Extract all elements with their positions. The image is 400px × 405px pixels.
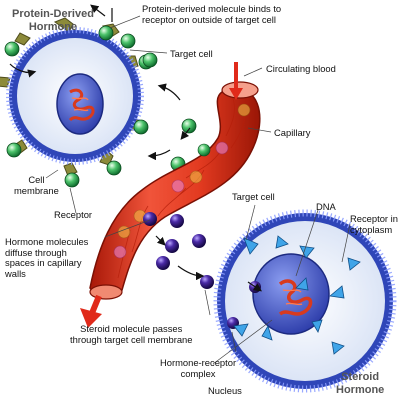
steroid-dna-icon: [278, 279, 313, 316]
blood-flow-out-arrowhead: [80, 308, 102, 328]
hormone-receptor-complex-label: Hormone-receptor complex: [160, 357, 237, 379]
blood-flow-in-arrowhead: [229, 88, 243, 100]
steroid-passes-line2: through target cell membrane: [70, 333, 193, 345]
steroid-hormones: [143, 212, 214, 289]
target-cell-top-label: Target cell: [170, 48, 213, 59]
cytoplasm-receptor-icons: [243, 235, 361, 355]
steroid-title-line2: Hormone: [336, 383, 385, 396]
protein-hormone-title: Protein-Derived Hormone: [12, 8, 94, 33]
diffuse-line1: Hormone molecules: [5, 236, 89, 247]
protein-binds-line2: receptor on outside of target cell: [142, 13, 276, 25]
nucleus-label: Nucleus: [208, 385, 242, 396]
steroid-target-cell: [213, 209, 397, 393]
nucleus: [56, 73, 104, 135]
complex-line1: Hormone-receptor: [160, 357, 237, 368]
protein-title-line1: Protein-Derived: [12, 8, 94, 20]
diffuse-line2: diffuse through: [5, 246, 67, 258]
receptor-cytoplasm-line1: Receptor in: [350, 213, 398, 224]
steroid-passes-line1: Steroid molecule passes: [80, 323, 183, 334]
protein-title-line2: Hormone: [28, 20, 78, 33]
leader-lines: [45, 15, 351, 365]
cell-membrane-line2: membrane: [14, 184, 59, 196]
diffuse-label: Hormone molecules diffuse through spaces…: [5, 236, 89, 279]
protein-target-cell: [0, 17, 154, 188]
free-protein-hormones: [120, 33, 197, 172]
steroid-passes-label: Steroid molecule passes through target c…: [70, 323, 193, 345]
circulating-blood-label: Circulating blood: [266, 63, 336, 74]
receptor-cytoplasm-line2: cytoplasm: [350, 223, 393, 235]
dna-label: DNA: [316, 201, 336, 212]
target-cell-right-label: Target cell: [232, 191, 275, 202]
capillary-vessel: [89, 81, 261, 300]
dna-icon: [68, 88, 95, 122]
steroid-title-line1: Steroid: [341, 371, 380, 383]
complex-line2: complex: [180, 367, 216, 379]
flow-arrows: [9, 4, 262, 292]
protein-binds-label: Protein-derived molecule binds to recept…: [142, 3, 282, 25]
capillary-label: Capillary: [274, 127, 311, 138]
diffuse-line4: walls: [5, 267, 26, 279]
hormone-receptor-complex-icon: [227, 317, 249, 337]
cell-membrane-line1: Cell: [28, 174, 45, 185]
cell-membrane-label: Cell membrane: [14, 174, 59, 196]
diffuse-line3: spaces in capillary: [5, 257, 82, 268]
steroid-hormone-title: Steroid Hormone: [336, 371, 384, 396]
receptor-cytoplasm-label: Receptor in cytoplasm: [350, 213, 398, 235]
protein-binds-line1: Protein-derived molecule binds to: [142, 3, 282, 14]
receptor-label: Receptor: [54, 209, 93, 220]
